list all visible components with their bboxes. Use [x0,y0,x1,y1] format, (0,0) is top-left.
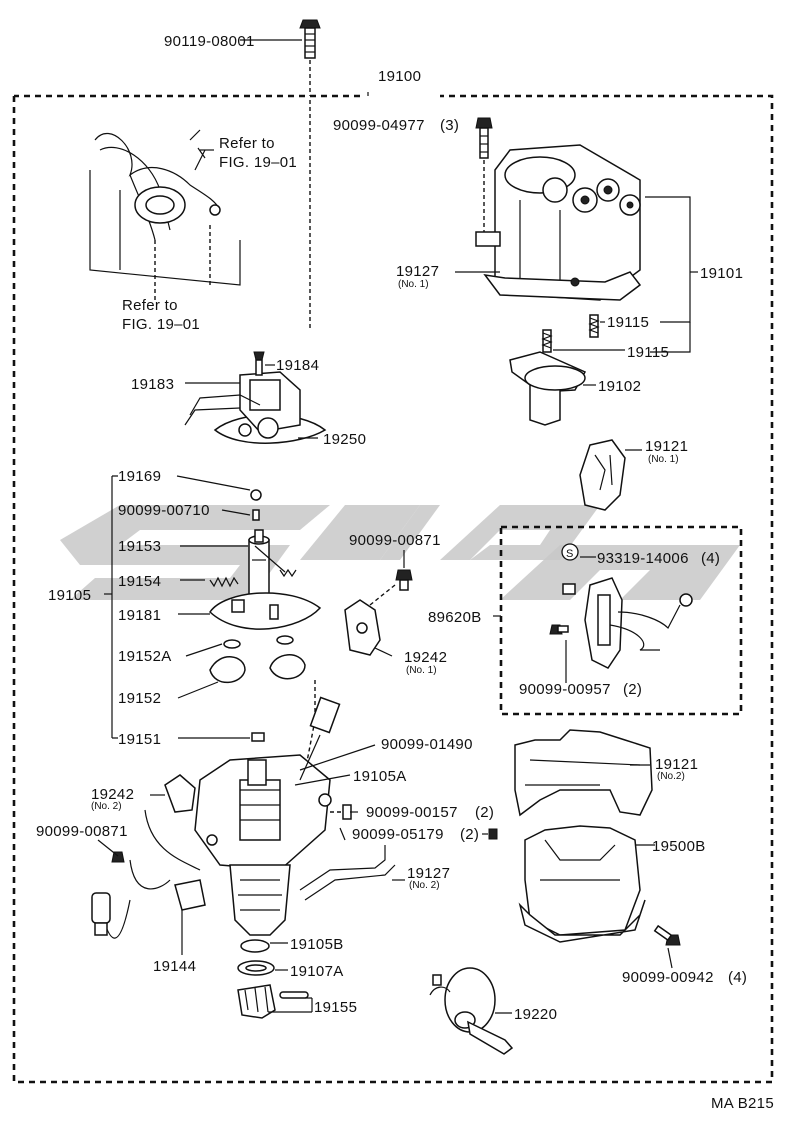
cover-no1 [579,439,626,511]
label-bolt-top: 90119-08001 [164,33,255,50]
label-90099-00871-a: 90099-00871 [349,532,441,549]
distributor-cap [475,144,642,301]
bolt-00942 [653,924,681,946]
label-spring-a: 19115 [607,314,649,331]
cover-no2 [514,729,653,817]
vacuum-advancer [429,967,514,1055]
label-19242-no1-sub: (No. 1) [406,665,437,676]
clamp-no2-and-harness [91,774,206,939]
drive-gear-and-pin [237,984,309,1019]
label-gasket-cap: 19127 [396,263,439,280]
label-19152a: 19152A [118,648,172,665]
label-93319-qty: (4) [701,550,720,567]
label-90099-00957: 90099-00957 [519,681,611,698]
label-cap-assy: 19101 [700,265,743,282]
label-group-19105: 19105 [48,587,91,604]
label-19151: 19151 [118,731,161,748]
label-refer-a-2: FIG. 19–01 [219,154,297,171]
label-19152: 19152 [118,690,161,707]
sensor-kit-boundary [499,525,743,716]
label-90099-00157-qty: (2) [475,804,494,821]
label-figure-code: MA B215 [711,1095,774,1112]
label-screw-cap-qty: (3) [440,117,459,134]
label-19242-no2: 19242 [91,786,134,803]
label-19169: 19169 [118,468,161,485]
label-19105b: 19105B [290,936,344,953]
label-19144: 19144 [153,958,196,975]
governor-plate [209,592,322,630]
label-19154: 19154 [118,573,161,590]
label-assembly: 19100 [378,68,421,85]
assembly-boundary [12,94,774,1084]
rotor [509,351,587,426]
label-refer-a-1: Refer to [219,135,275,152]
label-90099-05179-qty: (2) [460,826,479,843]
label-19127-no2: 19127 [407,865,450,882]
label-90099-01490: 90099-01490 [381,736,473,753]
label-rotor: 19102 [598,378,641,395]
label-90099-00942-qty: (4) [728,969,747,986]
spring-lower [541,329,553,353]
breaker-plate-assy [184,351,327,444]
label-19220: 19220 [514,1006,557,1023]
label-cover-no1-sub: (No. 1) [648,454,679,465]
label-19181: 19181 [118,607,161,624]
label-cover-no2: 19121 [655,756,698,773]
label-90099-00871-b: 90099-00871 [36,823,128,840]
label-19500b: 19500B [652,838,706,855]
label-spring-b: 19115 [627,344,669,361]
bolt-top [299,19,321,59]
sensor-unit [549,577,693,669]
label-screw-cap: 90099-04977 [333,117,425,134]
label-89620b: 89620B [428,609,482,626]
label-refer-b-1: Refer to [122,297,178,314]
label-gasket-cap-sub: (No. 1) [398,279,429,290]
label-refer-b-2: FIG. 19–01 [122,316,200,333]
governor-weights [209,635,306,684]
label-cover-no1: 19121 [645,438,688,455]
oring-19105b [240,939,270,953]
wire-19127-no2 [299,845,396,901]
spring-upper [588,314,600,338]
label-19155: 19155 [314,999,357,1016]
label-90099-00710: 90099-00710 [118,502,210,519]
cap-screw [475,117,493,159]
label-breaker-plate: 19250 [323,431,366,448]
label-90099-00957-qty: (2) [623,681,642,698]
distributor-housing [194,696,341,936]
label-19127-no2-sub: (No. 2) [409,880,440,891]
clamp-no1 [344,569,413,656]
label-90099-00942: 90099-00942 [622,969,714,986]
label-93319: 93319-14006 [597,550,689,567]
label-19153: 19153 [118,538,161,555]
label-pickup: 19183 [131,376,174,393]
label-19242-no1: 19242 [404,649,447,666]
label-19107a: 19107A [290,963,344,980]
reference-engine-illustration [89,129,241,300]
housing-19500b [518,825,646,943]
label-90099-05179: 90099-05179 [352,826,444,843]
label-s-symbol: S [566,548,573,560]
label-19105a: 19105A [353,768,407,785]
label-clip: 19184 [276,357,319,374]
label-cover-no2-sub: (No.2) [657,771,685,782]
label-90099-00157: 90099-00157 [366,804,458,821]
label-19242-no2-sub: (No. 2) [91,801,122,812]
